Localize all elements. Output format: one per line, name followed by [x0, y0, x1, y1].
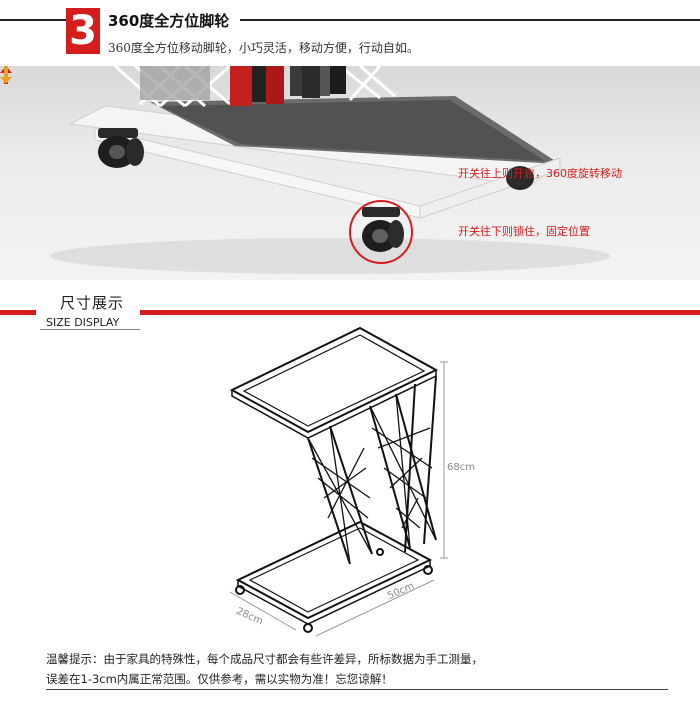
red-divider-right [140, 310, 700, 315]
header-rule-right [240, 19, 700, 21]
size-title-english: SIZE DISPLAY [46, 316, 120, 329]
dimension-height-label: 68cm [447, 462, 475, 473]
size-section-header: 尺寸展示 SIZE DISPLAY [0, 282, 700, 332]
measurement-note-line1: 温馨提示：由于家具的特殊性，每个成品尺寸都会有些许差异，所标数据为手工测量， [46, 652, 483, 666]
section-subtitle: 360度全方位移动脚轮，小巧灵活，移动方便，行动自如。 [108, 41, 419, 55]
caster-photo-illustration [50, 66, 610, 274]
annotation-unlock: 开关往上则开启，360度旋转移动 [458, 167, 622, 180]
header-rule-left [0, 19, 66, 21]
size-title: 尺寸展示 [60, 294, 125, 312]
section-title: 360度全方位脚轮 [108, 12, 230, 30]
red-divider-left [0, 310, 36, 315]
annotation-lock: 开关往下则锁住，固定位置 [458, 225, 590, 238]
measurement-note-line2: 误差在1-3cm内属正常范围。仅供参考，需以实物为准！忘您谅解！ [46, 672, 393, 686]
section-number-badge: 3 [66, 8, 100, 54]
arrow-down-icon [0, 66, 12, 84]
caster-photo: 开关往上则开启，360度旋转移动 开关往下则锁住，固定位置 [0, 66, 700, 280]
bottom-divider [46, 689, 668, 690]
product-dimension-drawing [229, 326, 448, 637]
size-title-underline [40, 329, 140, 330]
section-header-casters: 3 360度全方位脚轮 360度全方位移动脚轮，小巧灵活，移动方便，行动自如。 [0, 0, 700, 62]
